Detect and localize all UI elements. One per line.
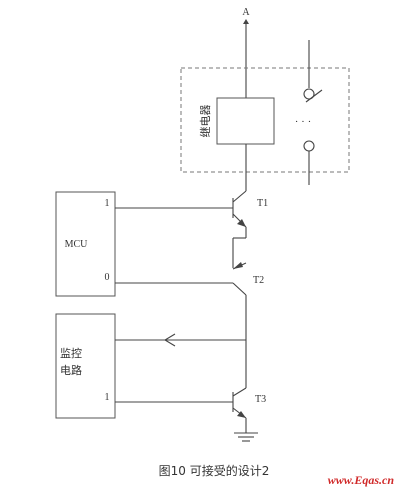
monitor-box: [55, 313, 116, 419]
sense-arrow: [163, 333, 176, 347]
t1-collector: [232, 190, 247, 203]
relay-label: 继电器: [199, 105, 212, 138]
monitor-pin-1-label: 1: [105, 392, 110, 403]
monitor-label-line2: 电路: [60, 364, 82, 377]
t2-emitter: [232, 282, 247, 296]
relay-enclosure: [180, 67, 350, 173]
supply-label: A: [242, 7, 250, 18]
watermark: www.Eqas.cn: [328, 473, 395, 487]
t3-label: T3: [255, 394, 266, 405]
t3-emitter-arrow: [237, 411, 246, 418]
t1-emitter-arrow: [237, 219, 246, 227]
t1-label: T1: [257, 198, 268, 209]
supply-arrow: [243, 19, 249, 24]
mcu-pin-1-label: 1: [105, 198, 110, 209]
contact-bottom-terminal: [303, 140, 315, 152]
contact-top-terminal: [303, 88, 315, 100]
mcu-label: MCU: [65, 239, 89, 250]
t3-collector: [232, 387, 247, 397]
relay-coil: [216, 97, 275, 145]
t2-label: T2: [253, 275, 264, 286]
figure-caption: 图10 可接受的设计2: [159, 463, 270, 478]
mcu-box: [55, 191, 116, 297]
contact-dots: · · ·: [295, 116, 312, 128]
mcu-pin-0-label: 0: [105, 272, 110, 283]
contact-switch-blade: [305, 89, 323, 103]
t2-arrow: [233, 262, 243, 269]
monitor-label-line1: 监控: [60, 346, 82, 360]
